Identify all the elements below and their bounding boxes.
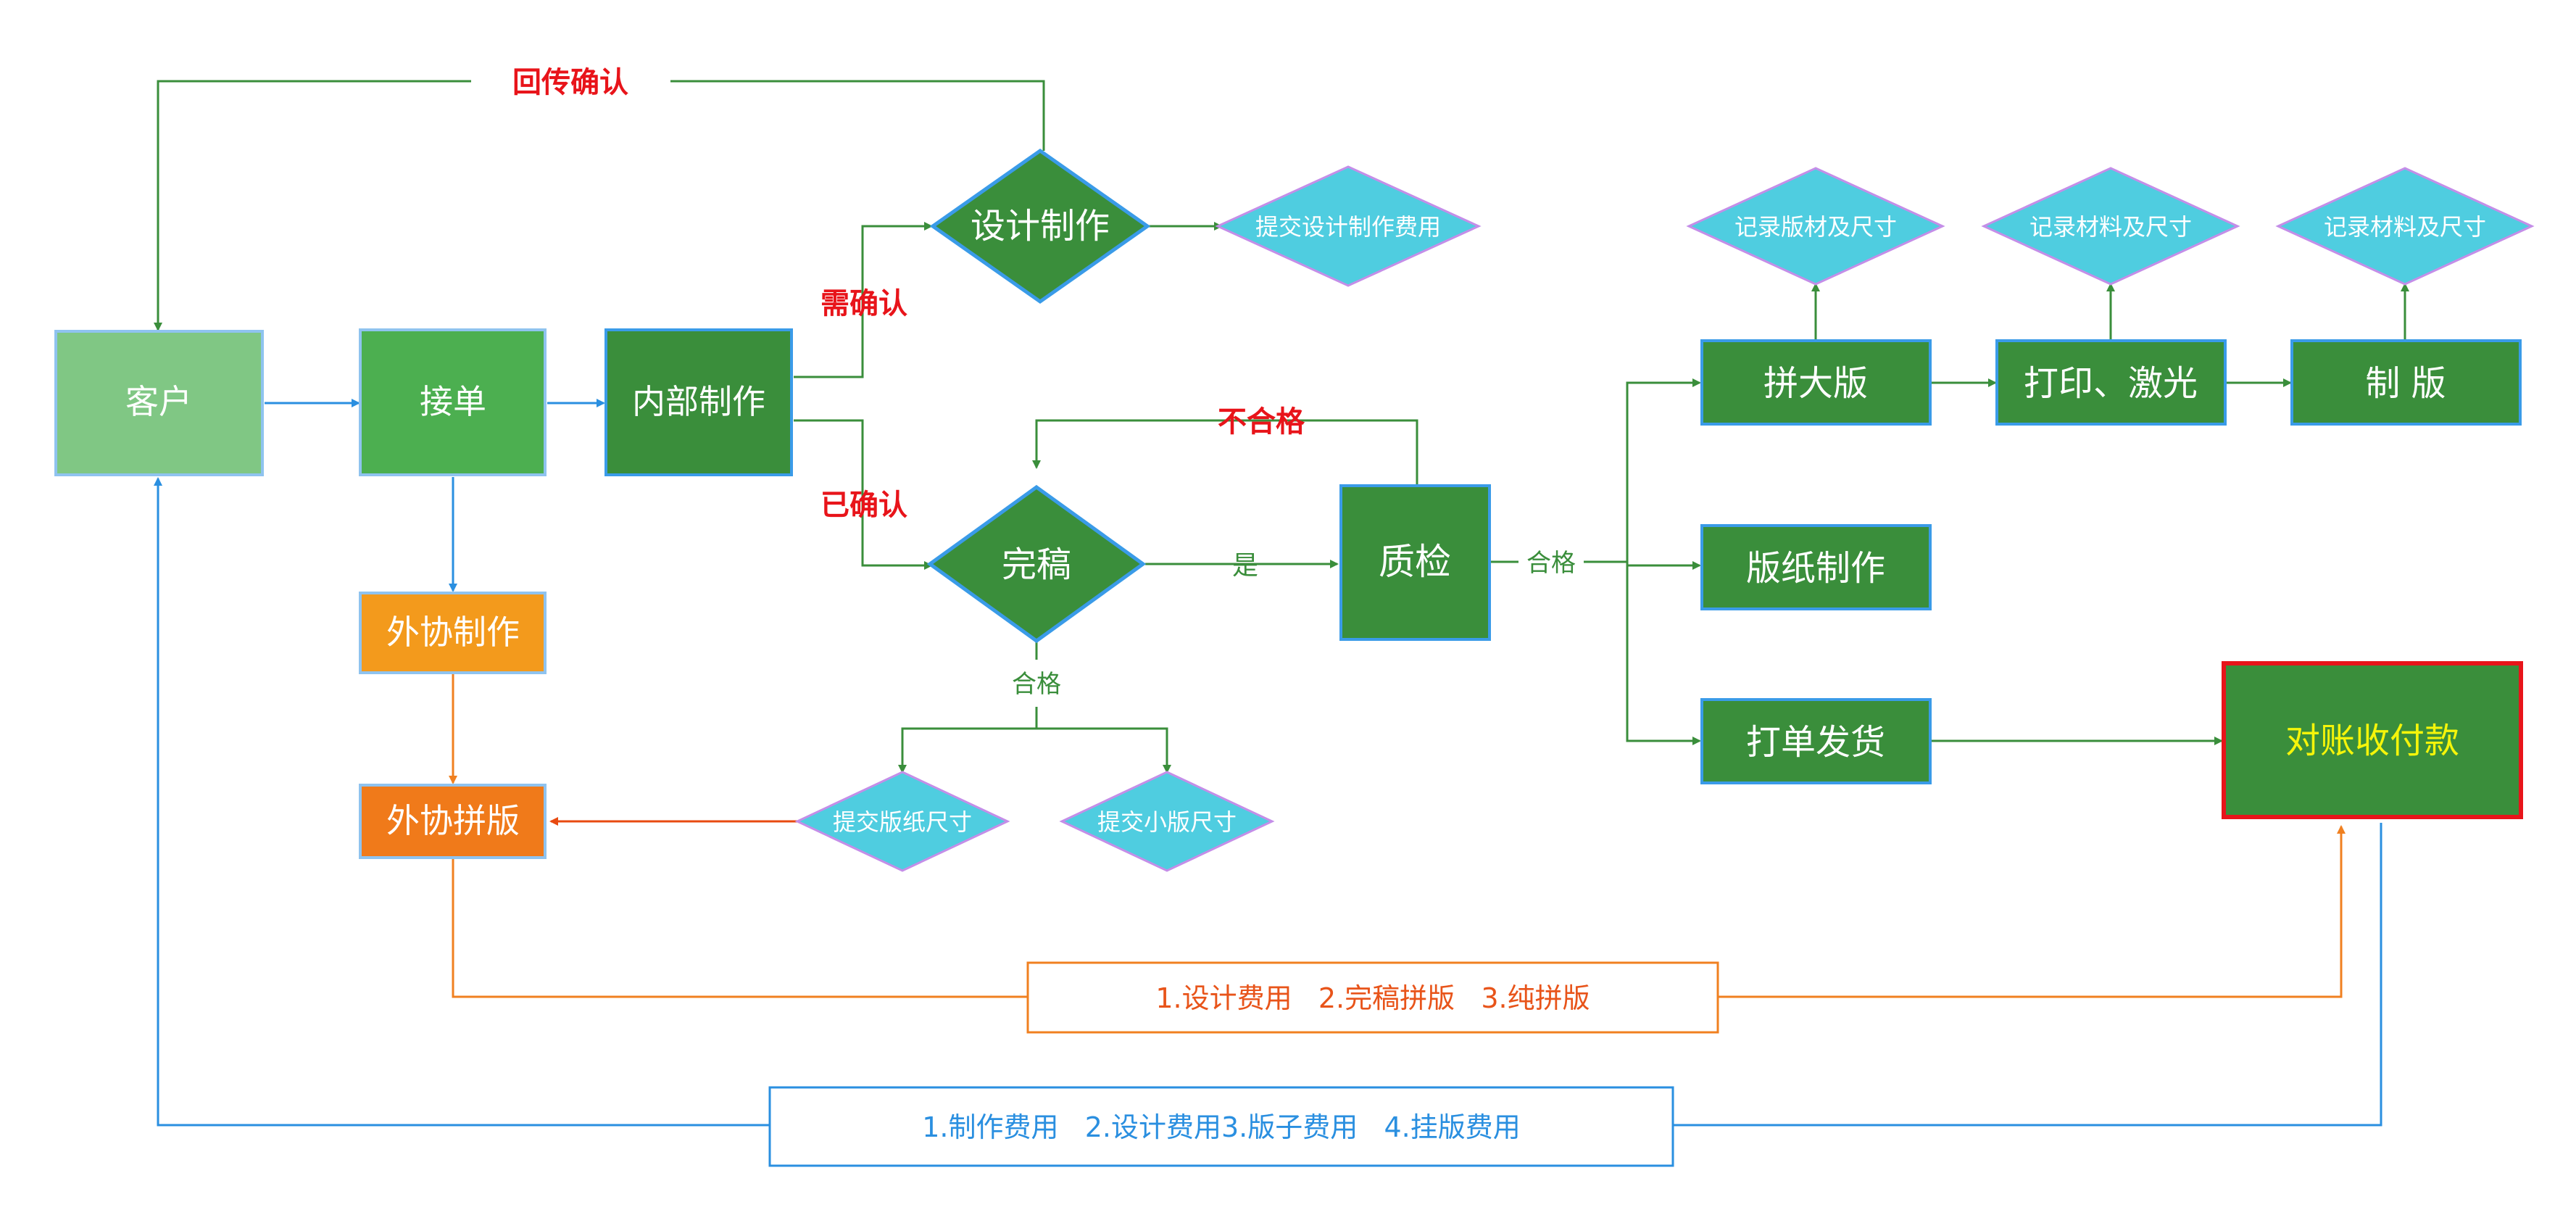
node-design-production-label: 设计制作 [971, 206, 1110, 246]
node-reconcile-payment[interactable]: 对账收付款 [2222, 661, 2523, 819]
connector-final-qualified [902, 638, 1038, 772]
node-design-production[interactable]: 设计制作 [929, 148, 1151, 304]
node-record-material-1-label: 记录材料及尺寸 [2029, 213, 2192, 241]
label-unqualified: 不合格 [1218, 405, 1305, 439]
node-outsource-imposition[interactable]: 外协拼版 [359, 784, 547, 859]
node-final-draft[interactable]: 完稿 [926, 484, 1147, 644]
node-submit-plate-paper-size-label: 提交版纸尺寸 [833, 808, 972, 836]
node-print-and-ship-label: 打单发货 [1746, 722, 1885, 763]
label-qualified-qc: 合格 [1526, 549, 1576, 578]
node-take-order-label: 接单 [420, 382, 486, 421]
label-yes: 是 [1232, 551, 1258, 581]
label-confirmed: 已确认 [820, 489, 907, 522]
connector-qc-to-big-imposition [1626, 378, 1701, 562]
node-record-material-2[interactable]: 记录材料及尺寸 [2275, 167, 2535, 286]
node-big-imposition[interactable]: 拼大版 [1700, 339, 1932, 426]
node-print-and-ship[interactable]: 打单发货 [1700, 698, 1932, 784]
node-quality-check-label: 质检 [1379, 541, 1451, 583]
connector-qc-unqualified [1032, 419, 1418, 484]
node-submit-small-plate-size-label: 提交小版尺寸 [1097, 808, 1237, 836]
node-submit-design-fee-label: 提交设计制作费用 [1255, 213, 1441, 241]
connector-internal-to-final [794, 419, 933, 570]
node-take-order[interactable]: 接单 [359, 328, 547, 476]
node-outsource-imposition-label: 外协拼版 [386, 801, 520, 840]
node-customer[interactable]: 客户 [54, 330, 264, 476]
node-reconcile-payment-label: 对账收付款 [2285, 721, 2459, 761]
node-internal-production[interactable]: 内部制作 [604, 328, 793, 476]
connector-qc-to-ship [1626, 562, 1701, 745]
label-qualified-final: 合格 [1012, 670, 1061, 699]
node-plate-paper-production[interactable]: 版纸制作 [1700, 524, 1932, 610]
node-record-plate-material-label: 记录版材及尺寸 [1734, 213, 1897, 241]
fee-box-customer-text: 1.制作费用 2.设计费用3.版子费用 4.挂版费用 [922, 1111, 1521, 1143]
connector-internal-to-design [794, 222, 933, 378]
connector-final-qualified-right [1036, 727, 1171, 774]
label-needs-confirm: 需确认 [820, 287, 907, 320]
connector-outsource-fee [452, 826, 2341, 998]
node-outsource-production[interactable]: 外协制作 [359, 592, 547, 674]
node-outsource-production-label: 外协制作 [386, 613, 520, 652]
node-submit-design-fee[interactable]: 提交设计制作费用 [1215, 165, 1482, 287]
connector-return-confirm [158, 80, 1045, 330]
node-internal-production-label: 内部制作 [632, 382, 765, 421]
fee-box-customer: 1.制作费用 2.设计费用3.版子费用 4.挂版费用 [768, 1086, 1674, 1167]
connector-reconcile-to-customer [158, 478, 2382, 1127]
node-submit-plate-paper-size[interactable]: 提交版纸尺寸 [794, 771, 1010, 872]
node-final-draft-label: 完稿 [1002, 544, 1071, 585]
node-plate-making-label: 制 版 [2365, 363, 2446, 404]
node-record-plate-material[interactable]: 记录版材及尺寸 [1686, 167, 1945, 286]
node-record-material-1[interactable]: 记录材料及尺寸 [1981, 167, 2240, 286]
node-big-imposition-label: 拼大版 [1763, 363, 1868, 404]
label-return-confirm: 回传确认 [512, 66, 628, 99]
node-print-laser-label: 打印、激光 [2024, 363, 2198, 404]
node-quality-check[interactable]: 质检 [1339, 484, 1491, 641]
node-submit-small-plate-size[interactable]: 提交小版尺寸 [1059, 771, 1275, 872]
fee-box-outsource: 1.设计费用 2.完稿拼版 3.纯拼版 [1026, 961, 1719, 1034]
node-customer-label: 客户 [125, 382, 192, 421]
node-plate-paper-production-label: 版纸制作 [1746, 548, 1885, 589]
node-plate-making[interactable]: 制 版 [2290, 339, 2522, 426]
node-print-laser[interactable]: 打印、激光 [1995, 339, 2227, 426]
node-record-material-2-label: 记录材料及尺寸 [2324, 213, 2486, 241]
fee-box-outsource-text: 1.设计费用 2.完稿拼版 3.纯拼版 [1155, 982, 1590, 1014]
